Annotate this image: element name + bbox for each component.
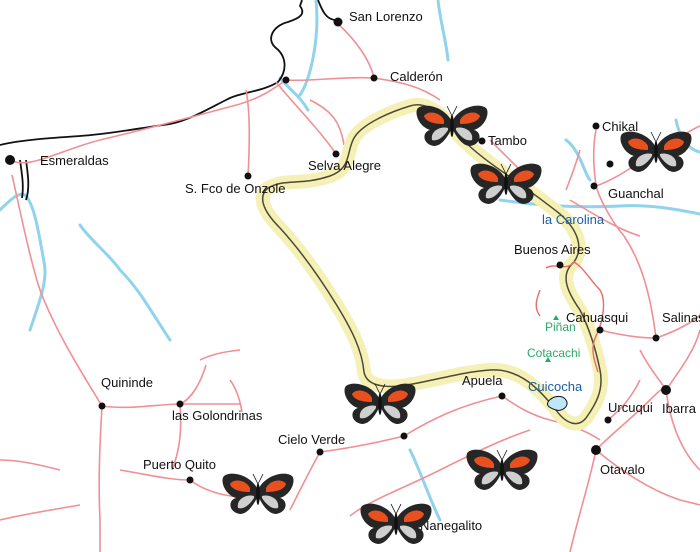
label-s-fco-de-onzole: S. Fco de Onzole	[185, 181, 285, 196]
label-ibarra: Ibarra	[662, 401, 697, 416]
butterfly-icon	[360, 503, 432, 545]
label-quininde: Quininde	[101, 375, 153, 390]
town-dot-icon	[98, 402, 106, 410]
lake-icon	[547, 395, 568, 411]
town-dot-icon	[370, 74, 378, 82]
label-guanchal: Guanchal	[608, 186, 664, 201]
label-puerto-quito: Puerto Quito	[143, 457, 216, 472]
town-dot-icon	[244, 172, 252, 180]
town-dot-icon	[596, 326, 604, 334]
label-las-golondrinas: las Golondrinas	[172, 408, 263, 423]
label-selva-alegre: Selva Alegre	[308, 158, 381, 173]
town-dot-icon	[556, 261, 564, 269]
label-esmeraldas: Esmeraldas	[40, 153, 109, 168]
label-cielo-verde: Cielo Verde	[278, 432, 345, 447]
town-dot-icon	[333, 17, 343, 27]
town-dot-icon	[478, 137, 486, 145]
town-dot-icon	[498, 392, 506, 400]
butterfly-icon	[416, 105, 488, 147]
label-cahuasqui: Cahuasqui	[566, 310, 628, 325]
label-san-lorenzo: San Lorenzo	[349, 9, 423, 24]
label-cotacachi: Cotacachi	[527, 346, 580, 360]
label-la-carolina: la Carolina	[542, 212, 605, 227]
town-dot-icon	[592, 122, 600, 130]
label-chical: Chikal	[602, 119, 638, 134]
label-calderon: Calderón	[390, 69, 443, 84]
peaks	[545, 315, 559, 362]
town-dot-icon	[282, 76, 290, 84]
label-pinan: Piñan	[545, 320, 576, 334]
label-nanegalito: Nanegalito	[420, 518, 482, 533]
town-dot-icon	[400, 432, 408, 440]
town-dot-icon	[176, 400, 184, 408]
label-cuicocha: Cuicocha	[528, 379, 583, 394]
butterfly-icon	[222, 473, 294, 515]
butterfly-icon	[620, 131, 692, 173]
town-dot-icon	[661, 385, 671, 395]
town-dot-icon	[332, 150, 340, 158]
towns	[5, 17, 671, 484]
label-salinas: Salinas	[662, 310, 700, 325]
town-dot-icon	[186, 476, 194, 484]
label-apuela: Apuela	[462, 373, 503, 388]
town-dot-icon	[606, 160, 614, 168]
reserve-area	[255, 97, 608, 431]
place-labels: San Lorenzo Calderón Tambo Chikal Esmera…	[40, 9, 700, 533]
town-dot-icon	[590, 182, 598, 190]
lake-cuicocha	[547, 395, 568, 411]
label-tambo: Tambo	[488, 133, 527, 148]
town-dot-icon	[316, 448, 324, 456]
peak-triangle-icon	[545, 357, 551, 362]
label-otavalo: Otavalo	[600, 462, 645, 477]
town-dot-icon	[5, 155, 15, 165]
town-dot-icon	[652, 334, 660, 342]
peak-triangle-icon	[553, 315, 559, 320]
roads	[0, 21, 700, 552]
butterfly-icon	[466, 449, 538, 491]
coastline	[0, 0, 337, 201]
town-dot-icon	[604, 416, 612, 424]
label-urcuqui: Urcuqui	[608, 400, 653, 415]
label-buenos-aires: Buenos Aires	[514, 242, 591, 257]
town-dot-icon	[591, 445, 601, 455]
